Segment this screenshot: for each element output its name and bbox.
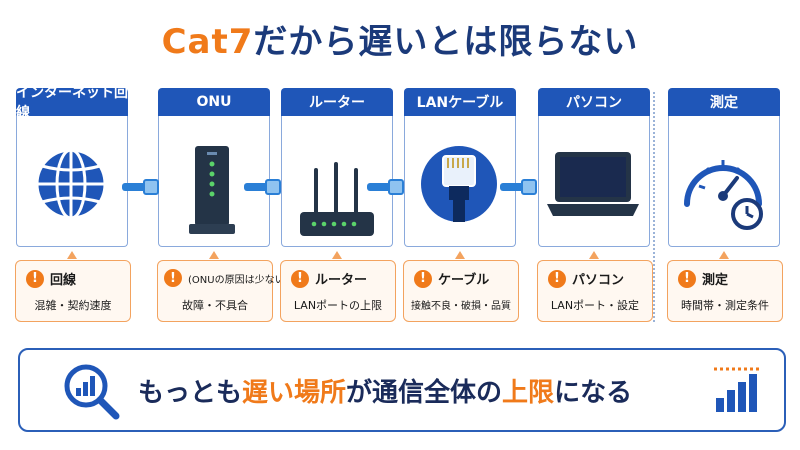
- column-lan-cable: LANケーブル: [404, 88, 516, 248]
- magnifier-chart-icon: [64, 364, 120, 420]
- divider: [653, 92, 655, 322]
- issue-description: 故障・不具合: [182, 299, 248, 312]
- issue-title: ケーブル: [438, 273, 490, 288]
- issue-box-measurement: ! 測定 時間帯・測定条件: [667, 260, 783, 322]
- issue-title: (ONUの原因は少ない): [188, 274, 289, 286]
- speedometer-icon: [684, 160, 763, 230]
- onu-device-icon: [189, 146, 235, 234]
- cable-connector-1: [122, 179, 159, 195]
- column-body: [404, 116, 516, 247]
- column-header: 測定: [668, 88, 780, 116]
- column-header: インターネット回線: [16, 85, 128, 121]
- cable-connector-4: [500, 179, 537, 195]
- issue-box-onu: ! (ONUの原因は少ない) 故障・不具合: [157, 260, 288, 322]
- pointer-arrow: [209, 251, 219, 259]
- laptop-icon: [547, 152, 639, 216]
- issue-box-pc: ! パソコン LANポート・設定: [537, 260, 653, 322]
- column-measurement: 測定: [668, 88, 780, 248]
- warning-icon: !: [548, 269, 566, 288]
- column-pc: パソコン: [538, 88, 650, 248]
- page-title: Cat7だから遅いとは限らない: [161, 22, 639, 62]
- warning-icon: !: [414, 269, 432, 288]
- issue-title: ルーター: [315, 273, 368, 288]
- pointer-arrow: [67, 251, 77, 259]
- issue-title: パソコン: [572, 273, 625, 288]
- issue-title: 測定: [702, 273, 729, 288]
- issue-box-cable: ! ケーブル 接触不良・破損・品質: [403, 260, 519, 322]
- column-body: [668, 116, 780, 247]
- column-header: パソコン: [538, 88, 650, 116]
- lan-connector-icon: [421, 146, 497, 222]
- column-body: [16, 116, 128, 247]
- pointer-arrow: [455, 251, 465, 259]
- issue-box-internet: ! 回線 混雑・契約速度: [15, 260, 131, 322]
- issue-description: 時間帯・測定条件: [681, 299, 769, 312]
- summary-banner: もっとも遅い場所が通信全体の上限になる: [18, 348, 786, 432]
- warning-icon: !: [26, 269, 44, 288]
- column-body: [281, 116, 393, 247]
- pointer-arrow: [589, 251, 599, 259]
- column-onu: ONU: [158, 88, 270, 248]
- warning-icon: !: [291, 269, 309, 288]
- column-header: ONU: [158, 88, 270, 116]
- issue-description: 接触不良・破損・品質: [411, 301, 511, 312]
- issue-description: LANポート・設定: [550, 299, 640, 312]
- pointer-arrow: [719, 251, 729, 259]
- column-router: ルーター: [281, 88, 393, 248]
- summary-message: もっとも遅い場所が通信全体の上限になる: [138, 378, 633, 408]
- column-internet: インターネット回線: [16, 85, 128, 248]
- pointer-arrow: [332, 251, 342, 259]
- issue-description: 混雑・契約速度: [34, 299, 112, 312]
- bar-chart-icon: [714, 367, 760, 412]
- cable-connector-3: [367, 179, 404, 195]
- column-header: ルーター: [281, 88, 393, 116]
- cable-connector-2: [244, 179, 281, 195]
- issue-box-router: ! ルーター LANポートの上限: [280, 260, 396, 322]
- warning-icon: !: [678, 269, 696, 288]
- globe-icon: [35, 148, 107, 220]
- warning-icon: !: [164, 269, 182, 287]
- column-body: [538, 116, 650, 247]
- column-header: LANケーブル: [404, 88, 516, 116]
- issue-title: 回線: [50, 273, 77, 288]
- router-icon: [300, 162, 374, 236]
- issue-description: LANポートの上限: [293, 299, 383, 312]
